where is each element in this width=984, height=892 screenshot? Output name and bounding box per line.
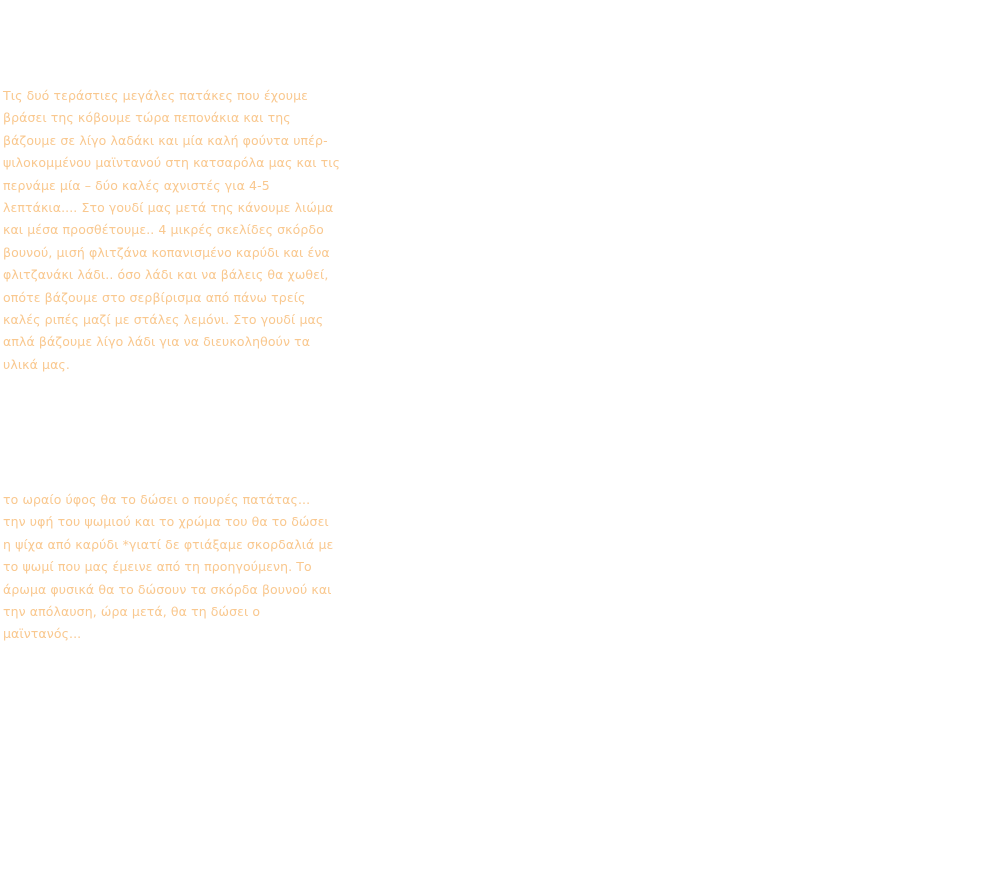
paragraph-line: Τις δυό τεράστιες μεγάλες πατάκες που έχ… (3, 88, 308, 103)
paragraph-line: το ωραίο ύφος θα το δώσει ο πουρές πατάτ… (3, 492, 311, 507)
paragraph-line: βουνού, μισή φλιτζάνα κοπανισμένο καρύδι… (3, 244, 330, 260)
paragraph-line: βάζουμε σε λίγο λαδάκι και μία καλή φούν… (3, 132, 328, 148)
paragraph-line: φλιτζανάκι λάδι.. όσο λάδι και να βάλεις… (3, 267, 329, 283)
paragraph-line: βράσει της κόβουμε τώρα πεπονάκια και τη… (3, 110, 291, 126)
paragraph-line: περνάμε μία – δύο καλές αχνιστές για 4-5 (3, 177, 270, 193)
paragraph-intro: Τις δυό τεράστιες μεγάλες πατάκες που έχ… (3, 85, 341, 376)
paragraph-line: το ψωμί που μας έμεινε από τη προηγούμεν… (3, 559, 312, 575)
paragraph-line: και μέσα προσθέτουμε.. 4 μικρές σκελίδες… (3, 222, 324, 238)
paragraph-line: ψιλοκομμένου μαϊντανού στη κατσαρόλα μας… (3, 155, 341, 171)
paragraph-texture: το ωραίο ύφος θα το δώσει ο πουρές πατάτ… (3, 489, 334, 646)
paragraph-line: μαϊντανός... (3, 626, 82, 642)
paragraph-line: καλές ριπές μαζί με στάλες λεμόνι. Στο γ… (3, 312, 324, 328)
paragraph-line: οπότε βάζουμε στο σερβίρισμα από πάνω τρ… (3, 289, 306, 305)
paragraph-line: άρωμα φυσικά θα το δώσουν τα σκόρδα βουν… (3, 581, 332, 597)
paragraph-line: λεπτάκια.... Στο γουδί μας μετά της κάνο… (3, 200, 334, 216)
paragraph-line: υλικά μας. (3, 356, 70, 372)
paragraph-line: την απόλαυση, ώρα μετά, θα τη δώσει ο (3, 604, 261, 620)
paragraph-line: απλά βάζουμε λίγο λάδι για να διευκοληθο… (3, 334, 311, 350)
paragraph-line: την υφή του ψωμιού και το χρώμα του θα τ… (3, 514, 329, 530)
paragraph-line: η ψίχα από καρύδι *γιατί δε φτιάξαμε σκο… (3, 536, 334, 552)
